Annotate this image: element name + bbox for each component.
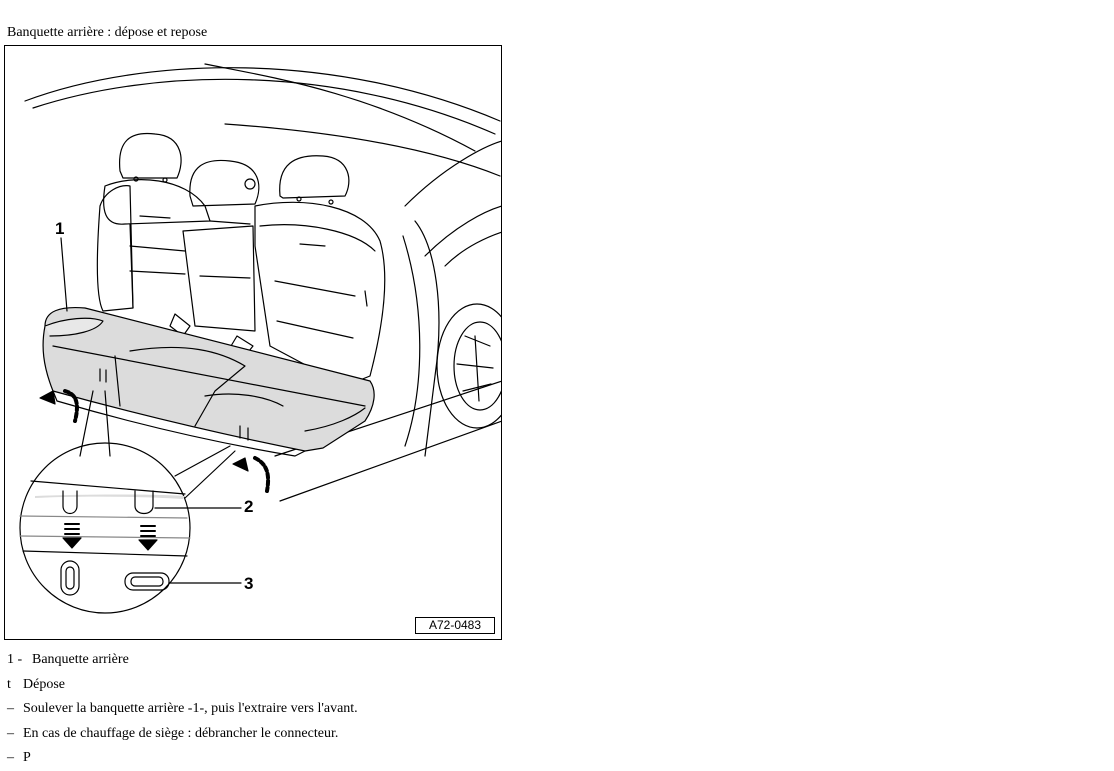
legend-item-text: Banquette arrière — [32, 652, 129, 667]
step-dash: – — [7, 725, 14, 741]
callout-2: 2 — [244, 497, 254, 516]
rear-seat-drawing — [19, 63, 501, 614]
step-item: –Soulever la banquette arrière -1-, puis… — [7, 697, 358, 722]
legend-item-number: 1 - — [7, 652, 23, 667]
callout-3: 3 — [244, 574, 254, 593]
step-text: P — [23, 750, 31, 765]
step-text: En cas de chauffage de siège : débranche… — [23, 725, 339, 741]
illustration-figure: 1 2 3 A72-0483 — [4, 45, 502, 640]
step-dash: – — [7, 701, 14, 716]
step-item: –En cas de chauffage de siège : débranch… — [7, 722, 358, 747]
step-text: Soulever la banquette arrière -1-, puis … — [23, 701, 358, 716]
section-title: Dépose — [23, 676, 65, 692]
step-item: –P — [7, 746, 358, 771]
section-heading-removal: t Dépose — [7, 673, 358, 698]
section-marker: t — [7, 676, 11, 692]
callout-1: 1 — [55, 219, 65, 238]
step-dash: – — [7, 750, 14, 765]
legend-item: 1 - Banquette arrière — [7, 648, 358, 673]
figure-code: A72-0483 — [415, 617, 495, 634]
page-title: Banquette arrière : dépose et repose — [7, 25, 208, 40]
